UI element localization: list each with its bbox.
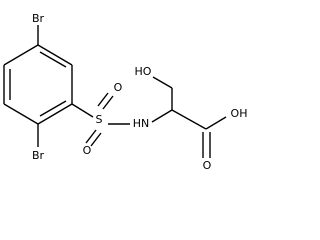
bond-s-o-top (102, 95, 114, 110)
bond-s-o-bottom (85, 129, 97, 144)
atom-o-top: O (114, 81, 123, 94)
ring-double-bond (39, 100, 67, 117)
atom-amine: HN (133, 117, 150, 130)
atom-s: S (96, 113, 103, 126)
ring-bond (37, 103, 73, 125)
ring-double-bond (39, 51, 67, 68)
atom-br-top: Br (32, 12, 45, 25)
atom-br-bottom: Br (32, 149, 45, 162)
ring-bond (37, 44, 73, 66)
atom-hydroxyl: HO (135, 65, 152, 78)
bond-cbeta-oh (152, 76, 173, 89)
ring-bond (3, 44, 39, 66)
atom-o-bottom: O (83, 144, 92, 157)
atom-carbonyl-o: O (203, 159, 212, 172)
ring-bond (3, 103, 39, 125)
atom-acid-hydroxyl: OH (231, 107, 248, 120)
bond-s-o-top-double (97, 92, 109, 107)
bond-carboxyl-oh (205, 116, 227, 130)
bond-s-o-bottom-double (90, 132, 102, 147)
bond-calpha-ccarboxyl (171, 109, 207, 130)
chemical-structure: Br Br S O O HN HO OH O (3, 12, 248, 172)
benzene-ring (3, 44, 73, 125)
bond-n-calpha (151, 109, 173, 123)
bond-c-s (71, 103, 94, 118)
